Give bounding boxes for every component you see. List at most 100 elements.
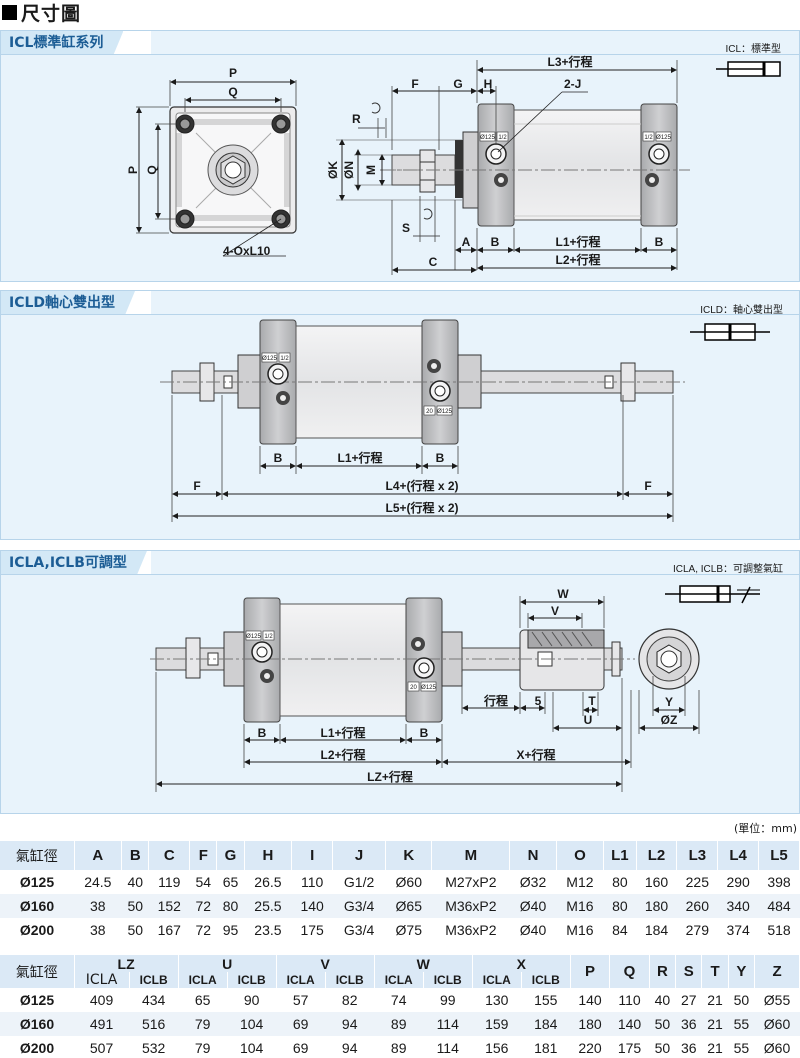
- sub-header: ICLA: [472, 972, 522, 988]
- group-header-lz: LZ: [74, 955, 179, 972]
- table-cell: 50: [127, 922, 144, 938]
- table-cell: 434: [141, 992, 166, 1008]
- table-cell: 54: [195, 874, 212, 890]
- port-label: 20: [410, 685, 417, 691]
- table-row: Ø160 491 516 79 104 69 94 89 114 159 184…: [0, 1012, 800, 1036]
- table-cell: 156: [485, 1040, 509, 1056]
- group-header-u: U: [178, 955, 277, 972]
- table-cell: 484: [758, 894, 800, 918]
- unit-note: (單位：mm): [733, 822, 797, 835]
- dim-b: B: [274, 451, 283, 465]
- dim-w: W: [557, 587, 569, 601]
- col-header: K: [385, 841, 433, 870]
- col-header: T: [701, 955, 729, 988]
- port-label: 1/2: [644, 135, 653, 141]
- legend-icla: ICLA, ICLB：可調整氣缸: [665, 562, 783, 604]
- table-cell: 69: [292, 1040, 309, 1056]
- table-cell: 27: [680, 992, 697, 1008]
- section-divider: [1, 574, 799, 575]
- col-header: P: [570, 955, 611, 988]
- table-cell: 140: [578, 992, 602, 1008]
- table-cell: G1/2: [343, 874, 375, 890]
- dim-2j: 2-J: [564, 77, 581, 91]
- table-cell: 119: [158, 874, 181, 890]
- table-cell: 518: [767, 922, 791, 938]
- table-cell: 167: [157, 922, 181, 938]
- dim-o-l: 4-OxL10: [223, 244, 271, 258]
- icld-drawing: Ø125 1/2 20 Ø125 B L1+行程 B F L4+(行程 x 2)…: [160, 319, 685, 522]
- table-cell: 180: [570, 1012, 610, 1036]
- table-row: Ø125 24.5 40 119 54 65 26.5 110 G1/2 Ø60…: [0, 870, 800, 894]
- table-cell: Ø32: [519, 874, 547, 890]
- table-cell: 24.5: [84, 874, 112, 890]
- dim-q-top: Q: [228, 85, 237, 99]
- col-header: F: [189, 841, 218, 870]
- table-cell: 65: [222, 874, 239, 890]
- col-header: Z: [754, 955, 800, 988]
- sub-header: ICLB: [521, 972, 571, 988]
- dim-b: B: [491, 235, 500, 249]
- port-label: Ø125: [421, 685, 436, 691]
- table-cell: Ø160: [0, 894, 74, 918]
- table-cell: 90: [243, 992, 260, 1008]
- legend-icld-text: ICLD：軸心雙出型: [700, 303, 783, 316]
- table-cell: 491: [74, 1012, 130, 1036]
- table-cell: 114: [423, 1012, 473, 1036]
- table-row: Ø125 409 434 65 90 57 82 74 99 130 155 1…: [0, 988, 800, 1012]
- table-cell: 57: [292, 992, 309, 1008]
- dim-k: ØK: [326, 161, 340, 179]
- table-cell: Ø160: [0, 1012, 74, 1036]
- table-cell: 374: [726, 922, 750, 938]
- col-header: L3: [676, 841, 719, 870]
- table-cell: 72: [195, 922, 212, 938]
- dim-t: T: [588, 694, 596, 708]
- dim-l1: L1+行程: [320, 725, 365, 740]
- col-header: Y: [728, 955, 756, 988]
- col-header: M: [431, 841, 511, 870]
- dim-p-left: P: [126, 166, 140, 174]
- dim-m: M: [364, 165, 378, 175]
- icl-front-view: P Q P Q 4-OxL10: [126, 66, 297, 258]
- section-divider: [1, 54, 799, 55]
- table-cell: Ø125: [19, 874, 55, 890]
- dim-p-top: P: [229, 66, 237, 80]
- section-header: ICLD軸心雙出型: [1, 291, 151, 315]
- section-title: ICLD軸心雙出型: [1, 291, 135, 315]
- sub-header: ICLB: [423, 972, 473, 988]
- dim-stroke: 行程: [483, 693, 508, 708]
- table-cell: 94: [341, 1040, 358, 1056]
- dim-u: U: [584, 713, 593, 727]
- legend-icl: ICL：標準型: [716, 42, 781, 77]
- table-cell: 181: [534, 1040, 558, 1056]
- sub-header: ICLA: [374, 972, 424, 988]
- col-header: L1: [603, 841, 637, 870]
- dim-b: B: [420, 726, 429, 740]
- sub-header: ICLB: [129, 972, 179, 988]
- table-cell: 50: [654, 1040, 671, 1056]
- section-title: ICL標準缸系列: [1, 31, 123, 55]
- table-cell: 184: [644, 922, 669, 938]
- sub-header: ICLB: [227, 972, 277, 988]
- table-cell: 507: [89, 1040, 114, 1056]
- table-cell: 180: [636, 894, 677, 918]
- table-cell: 89: [374, 1012, 424, 1036]
- group-header-v: V: [276, 955, 375, 972]
- dimension-drawings: ICL：標準型 P Q P: [126, 42, 783, 792]
- table-cell: 140: [609, 1012, 650, 1036]
- port-label: Ø125: [480, 135, 495, 141]
- table-subheader-row: ICLA ICLB ICLA ICLB ICLA ICLB ICLA ICLB …: [0, 972, 800, 988]
- table-cell: 110: [618, 992, 641, 1008]
- table-cell: 225: [685, 874, 709, 890]
- page-title: 尺寸圖: [2, 0, 81, 25]
- table-cell: 65: [194, 992, 211, 1008]
- table-cell: 25.5: [244, 894, 292, 918]
- table-cell: 40: [654, 992, 671, 1008]
- table-cell: M36xP2: [445, 922, 497, 938]
- table-cell: 152: [148, 894, 190, 918]
- table-cell: 55: [733, 1040, 750, 1056]
- col-header: G: [216, 841, 245, 870]
- table-cell: Ø60: [754, 1012, 800, 1036]
- col-header: 氣缸徑: [0, 841, 75, 870]
- dim-f: F: [411, 77, 418, 91]
- table-cell: 398: [767, 874, 791, 890]
